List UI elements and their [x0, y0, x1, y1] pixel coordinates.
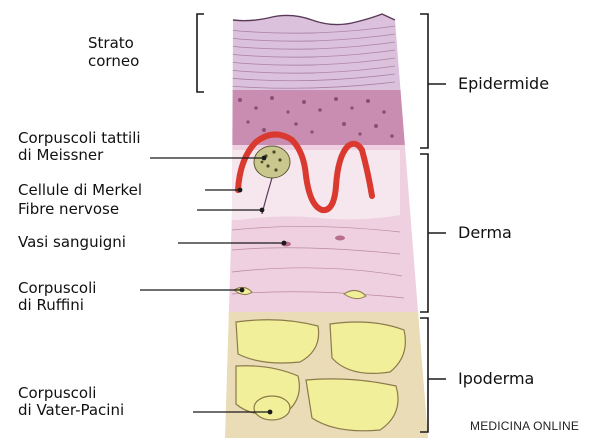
- skin-section: [220, 0, 435, 438]
- ruffini-label: Corpuscoli di Ruffini: [18, 280, 96, 314]
- epidermide-label: Epidermide: [458, 75, 549, 92]
- stratum-corneum: [220, 0, 435, 92]
- vasi-label: Vasi sanguigni: [18, 234, 126, 251]
- strato-corneo-bracket: [197, 14, 204, 92]
- derma-label: Derma: [458, 224, 512, 241]
- blood-vessel: [335, 236, 345, 241]
- pacinian-corpuscle: [254, 396, 290, 420]
- strato-corneo-line2: corneo: [88, 52, 139, 70]
- meissner-line1: Corpuscoli tattili: [18, 130, 141, 147]
- strato-corneo-label: Strato corneo: [88, 34, 139, 70]
- derma-bracket: [420, 154, 428, 312]
- ruffini-line2: di Ruffini: [18, 297, 96, 314]
- merkel-label: Cellule di Merkel: [18, 182, 142, 199]
- pacini-label: Corpuscoli di Vater-Pacini: [18, 385, 124, 419]
- pacini-line1: Corpuscoli: [18, 385, 124, 402]
- watermark-text: MEDICINA ONLINE: [470, 419, 579, 433]
- epidermide-bracket: [420, 14, 428, 148]
- meissner-line2: di Meissner: [18, 147, 141, 164]
- ipoderma-label: Ipoderma: [458, 370, 534, 387]
- fibre-label: Fibre nervose: [18, 201, 119, 218]
- watermark: MEDICINA ONLINE: [470, 419, 579, 433]
- pacini-line2: di Vater-Pacini: [18, 402, 124, 419]
- epidermis-layer: [220, 90, 435, 145]
- strato-corneo-line1: Strato: [88, 34, 139, 52]
- meissner-corpuscle: [254, 146, 290, 178]
- ruffini-line1: Corpuscoli: [18, 280, 96, 297]
- meissner-label: Corpuscoli tattili di Meissner: [18, 130, 141, 164]
